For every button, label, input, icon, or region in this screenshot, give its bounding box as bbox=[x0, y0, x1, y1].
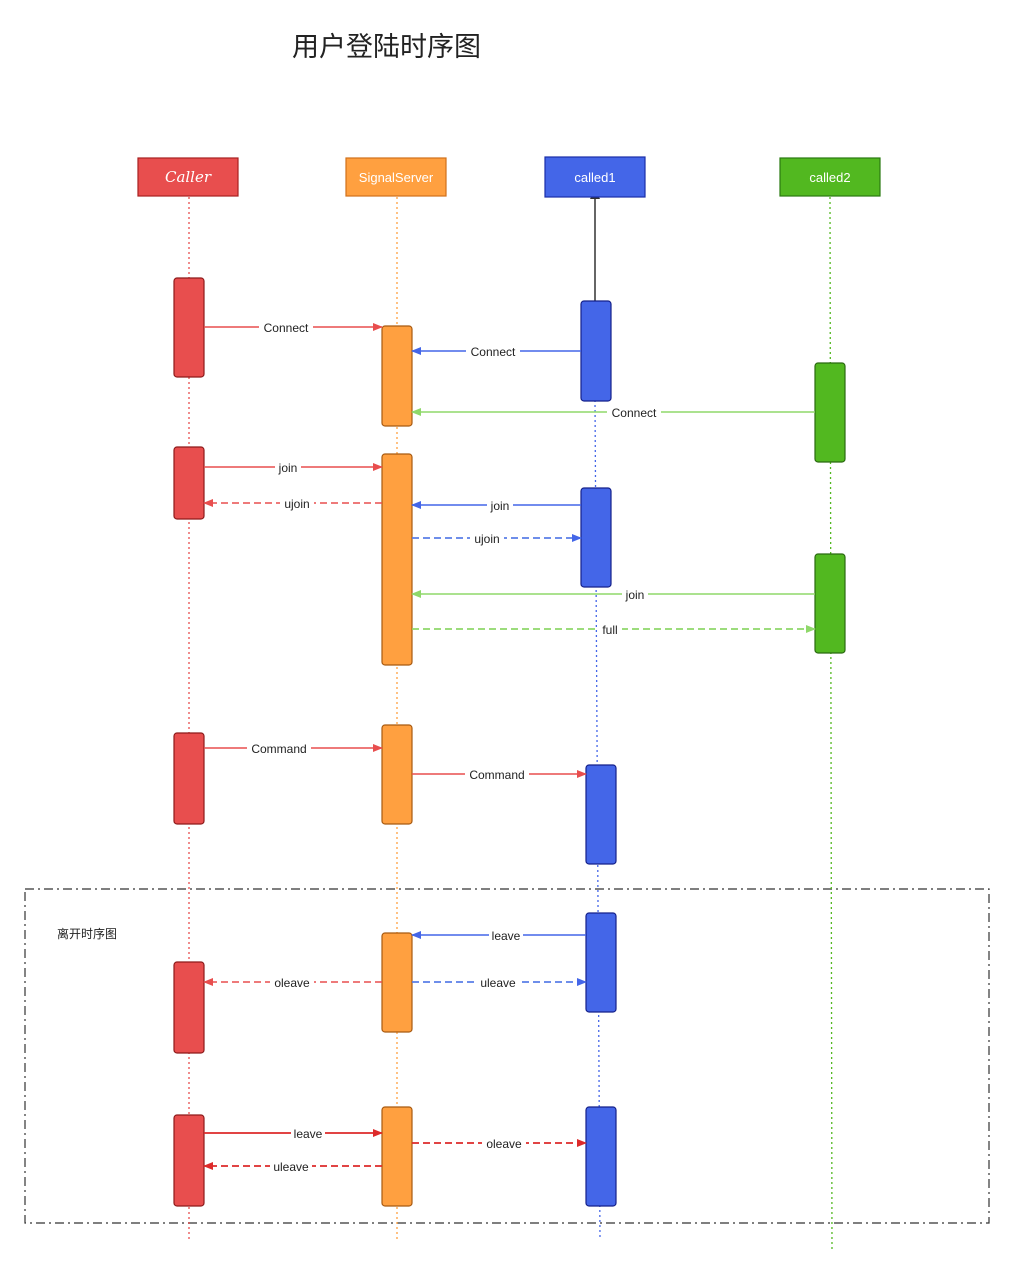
message-arrow: full bbox=[412, 623, 816, 637]
message-label: join bbox=[278, 461, 298, 475]
called1-activation bbox=[585, 912, 617, 1013]
message-arrow: ujoin bbox=[412, 532, 582, 546]
message-arrow: leave bbox=[411, 929, 586, 943]
caller-activation bbox=[173, 732, 205, 825]
leave-frame bbox=[24, 888, 990, 1224]
actor-called1: called1 bbox=[544, 156, 646, 198]
called1-activation bbox=[585, 764, 617, 865]
message-arrow: oleave bbox=[203, 976, 382, 990]
message-label: full bbox=[602, 623, 617, 637]
message-label: join bbox=[625, 588, 645, 602]
diagram-title: 用户登陆时序图 bbox=[292, 32, 481, 63]
called2-lifeline bbox=[829, 196, 833, 1253]
message-arrow: ujoin bbox=[203, 497, 382, 511]
called2-activation bbox=[814, 362, 846, 463]
message-label: Command bbox=[469, 768, 524, 782]
message-label: leave bbox=[294, 1127, 323, 1141]
message-arrow: join bbox=[204, 461, 383, 475]
actor-called1-label: called1 bbox=[574, 170, 615, 185]
actor-called2: called2 bbox=[779, 157, 881, 197]
message-arrow: Connect bbox=[411, 345, 581, 359]
caller-activation bbox=[173, 277, 205, 378]
actor-caller: Caller bbox=[137, 157, 239, 197]
message-label: ujoin bbox=[284, 497, 309, 511]
signal-activation bbox=[381, 724, 413, 825]
called1-activation bbox=[585, 1106, 617, 1207]
message-label: leave bbox=[492, 929, 521, 943]
message-arrow: uleave bbox=[412, 976, 587, 990]
message-arrow: join bbox=[411, 499, 581, 513]
signal-activation bbox=[381, 932, 413, 1033]
signal-activation bbox=[381, 325, 413, 427]
message-label: oleave bbox=[486, 1137, 522, 1151]
called2-activation bbox=[814, 553, 846, 654]
signal-activation bbox=[381, 453, 413, 666]
called1-activation bbox=[580, 487, 612, 588]
caller-activation bbox=[173, 961, 205, 1054]
message-label: Command bbox=[251, 742, 306, 756]
message-arrow: Command bbox=[204, 742, 383, 756]
message-arrow: join bbox=[411, 588, 815, 602]
actor-signalserver: SignalServer bbox=[345, 157, 447, 197]
actor-called2-label: called2 bbox=[809, 170, 850, 185]
message-label: ujoin bbox=[474, 532, 499, 546]
called1-activation bbox=[580, 300, 612, 402]
message-label: Connect bbox=[264, 321, 309, 335]
message-arrow: leave bbox=[204, 1127, 383, 1141]
actor-signalserver-label: SignalServer bbox=[359, 170, 434, 185]
message-label: join bbox=[490, 499, 510, 513]
signal-activation bbox=[381, 1106, 413, 1207]
message-label: oleave bbox=[274, 976, 310, 990]
message-arrow: Connect bbox=[204, 321, 383, 335]
message-arrow: Connect bbox=[411, 406, 815, 420]
message-arrow: oleave bbox=[412, 1137, 587, 1151]
message-label: uleave bbox=[273, 1160, 309, 1174]
message-label: Connect bbox=[471, 345, 516, 359]
message-arrow: Command bbox=[412, 768, 587, 782]
caller-activation bbox=[173, 1114, 205, 1207]
message-arrow: uleave bbox=[203, 1160, 382, 1174]
frame-label: 离开时序图 bbox=[57, 926, 117, 941]
message-label: uleave bbox=[480, 976, 516, 990]
actor-caller-label: Caller bbox=[165, 168, 212, 186]
message-label: Connect bbox=[612, 406, 657, 420]
caller-activation bbox=[173, 446, 205, 520]
